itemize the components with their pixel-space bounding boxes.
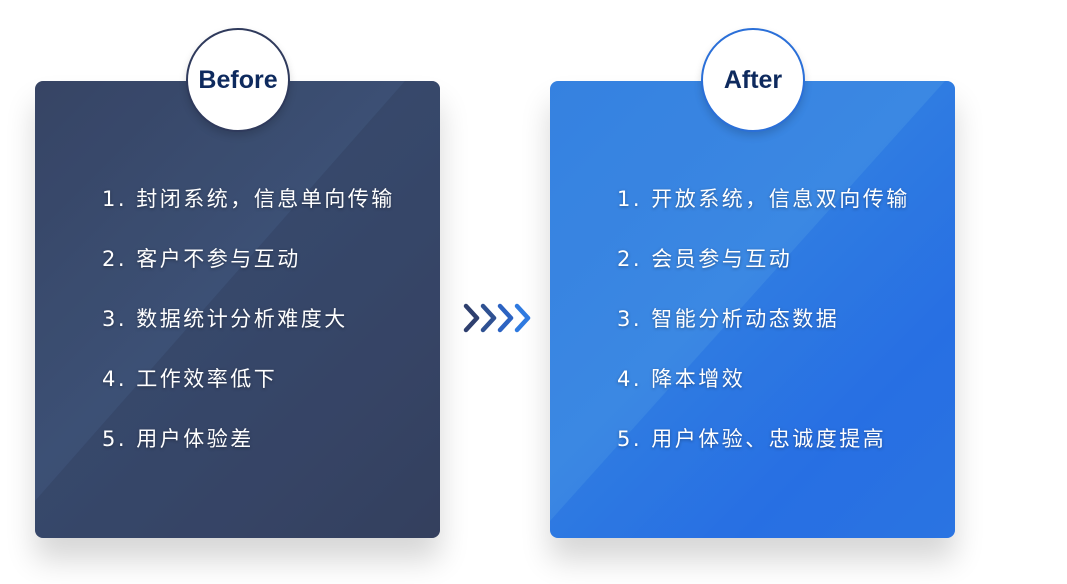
before-list: 1. 封闭系统，信息单向传输 2. 客户不参与互动 3. 数据统计分析难度大 4… (102, 185, 395, 485)
after-card-facets (550, 81, 955, 538)
list-item: 2. 客户不参与互动 (102, 247, 301, 271)
chevrons-right-icon (463, 303, 531, 333)
before-card: 1. 封闭系统，信息单向传输 2. 客户不参与互动 3. 数据统计分析难度大 4… (35, 81, 440, 538)
list-item: 4. 工作效率低下 (102, 367, 278, 391)
list-item: 1. 开放系统，信息双向传输 (617, 187, 910, 211)
list-item: 3. 智能分析动态数据 (617, 307, 840, 331)
before-title: Before (198, 65, 278, 94)
list-item: 3. 数据统计分析难度大 (102, 307, 348, 331)
after-card: 1. 开放系统，信息双向传输 2. 会员参与互动 3. 智能分析动态数据 4. … (550, 81, 955, 538)
before-badge: Before (186, 28, 290, 132)
list-item: 4. 降本增效 (617, 367, 746, 391)
list-item: 5. 用户体验差 (102, 427, 254, 451)
after-title: After (723, 65, 783, 94)
list-item: 5. 用户体验、忠诚度提高 (617, 427, 887, 451)
before-card-facets (35, 81, 440, 538)
after-list: 1. 开放系统，信息双向传输 2. 会员参与互动 3. 智能分析动态数据 4. … (617, 185, 910, 485)
list-item: 2. 会员参与互动 (617, 247, 793, 271)
list-item: 1. 封闭系统，信息单向传输 (102, 187, 395, 211)
after-badge: After (701, 28, 805, 132)
